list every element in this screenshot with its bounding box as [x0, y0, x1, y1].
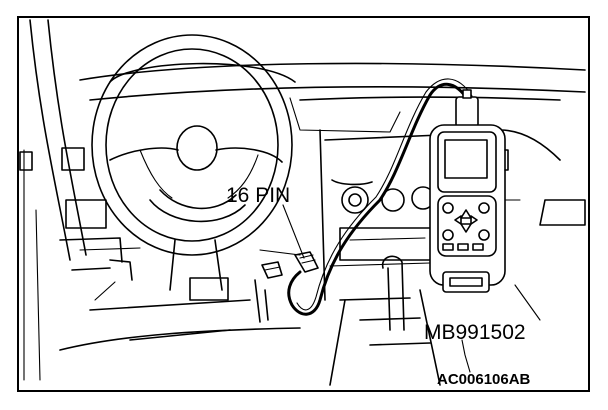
- dashboard-top: [79, 62, 586, 133]
- floor-area: [59, 277, 301, 351]
- connector-label: 16 PIN: [226, 184, 290, 207]
- tool-label: MB991502: [424, 321, 526, 344]
- obd-connector-16pin: [261, 251, 319, 279]
- diagnostic-cable: [287, 78, 473, 316]
- right-vent: [499, 199, 586, 226]
- figure-code-label: AC006106AB: [437, 371, 531, 388]
- connector-leader-line: [282, 204, 305, 259]
- scan-tool-mb991502: [429, 89, 509, 293]
- figure-code-leader-line: [461, 339, 471, 373]
- gear-shifter: [329, 255, 441, 386]
- left-dash-panels: [59, 147, 133, 281]
- steering-wheel: [91, 34, 293, 291]
- instrument-cluster: [79, 62, 301, 256]
- figure-frame: [17, 16, 590, 392]
- tool-leader-line: [514, 284, 541, 321]
